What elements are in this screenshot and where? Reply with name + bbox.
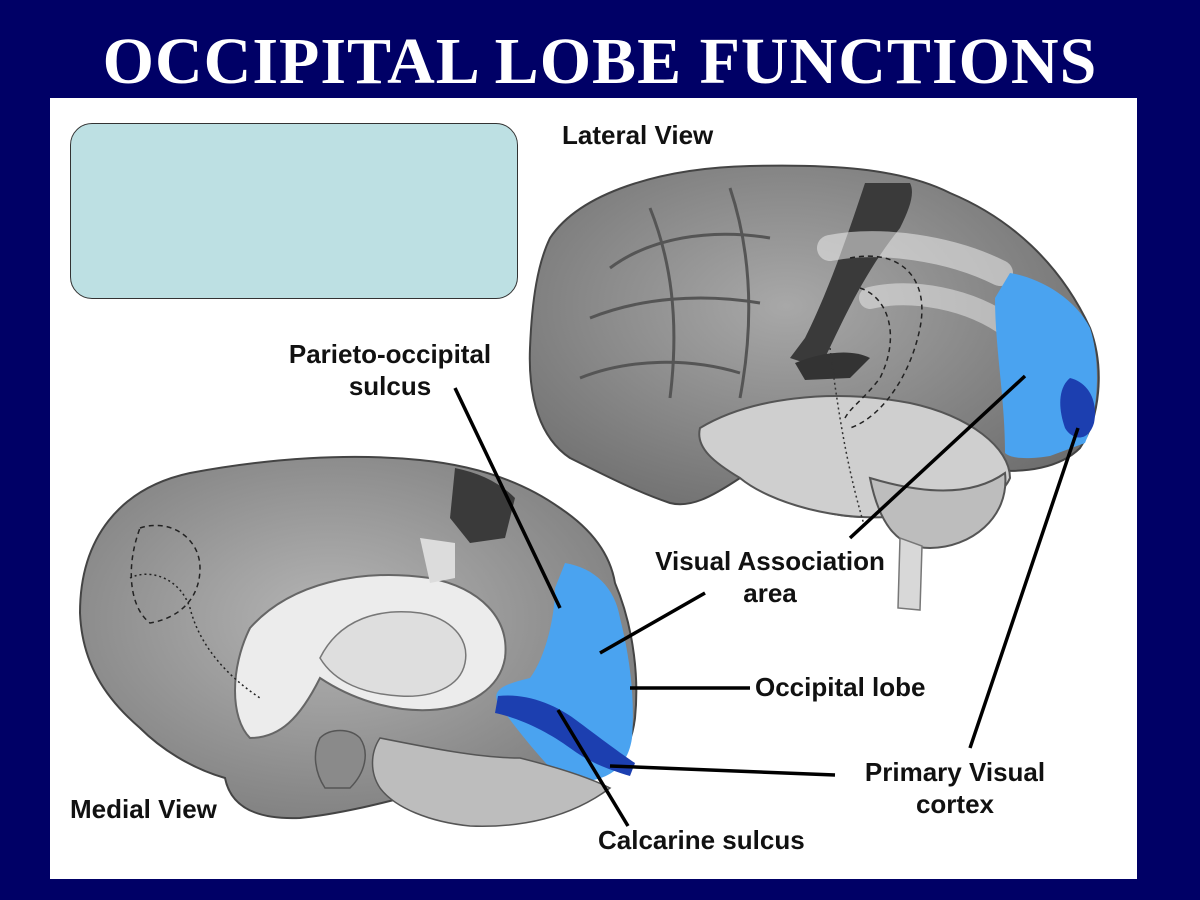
medial-view-label: Medial View bbox=[70, 794, 217, 824]
slide-title: OCCIPITAL LOBE FUNCTIONS bbox=[102, 25, 1098, 98]
brain-diagram bbox=[78, 164, 1100, 827]
visual-association-label: Visual Association area bbox=[625, 545, 915, 609]
parieto-occipital-pointer bbox=[453, 387, 562, 609]
diagram-panel: Lateral View Medial View Parieto-occipit… bbox=[50, 98, 1137, 879]
lateral-view-label: Lateral View bbox=[562, 120, 714, 150]
primary-visual-label: Primary Visual cortex bbox=[840, 756, 1070, 820]
primary-visual-lateral-pointer bbox=[968, 427, 1080, 749]
midbrain bbox=[314, 729, 366, 789]
calcarine-sulcus-pointer bbox=[556, 709, 630, 827]
visual-association-line1: Visual Association bbox=[655, 546, 885, 576]
visual-association-medial-pointer bbox=[599, 591, 706, 655]
visual-association-line2: area bbox=[743, 578, 797, 608]
calcarine-sulcus-label: Calcarine sulcus bbox=[598, 825, 805, 855]
primary-visual-medial-pointer bbox=[609, 764, 836, 777]
medial-cerebellum bbox=[371, 737, 612, 827]
primary-visual-line2: cortex bbox=[915, 789, 995, 819]
medial-brain bbox=[78, 455, 638, 827]
lateral-cerebellum bbox=[868, 471, 1007, 550]
visual-association-lateral-pointer bbox=[848, 374, 1027, 540]
medial-dark-gyrus bbox=[450, 468, 515, 543]
leader-lines bbox=[453, 374, 1080, 827]
primary-visual-line1: Primary Visual bbox=[864, 757, 1046, 787]
parieto-occipital-line2: sulcus bbox=[348, 371, 432, 401]
medial-primary-visual bbox=[495, 695, 635, 776]
lateral-dark-patch bbox=[795, 352, 870, 380]
lateral-dark-gyrus bbox=[790, 183, 912, 368]
parieto-occipital-line1: Parieto-occipital bbox=[288, 339, 492, 369]
parieto-occipital-label: Parieto-occipital sulcus bbox=[260, 338, 520, 402]
medial-occipital-blue bbox=[496, 563, 633, 782]
note-box bbox=[70, 123, 518, 299]
lateral-brainstem bbox=[897, 536, 923, 611]
lateral-primary-visual bbox=[1060, 378, 1095, 438]
occipital-lobe-label: Occipital lobe bbox=[755, 672, 926, 702]
medial-light-gyrus bbox=[420, 538, 455, 583]
thalamus bbox=[319, 611, 467, 697]
lateral-brain bbox=[528, 164, 1100, 611]
